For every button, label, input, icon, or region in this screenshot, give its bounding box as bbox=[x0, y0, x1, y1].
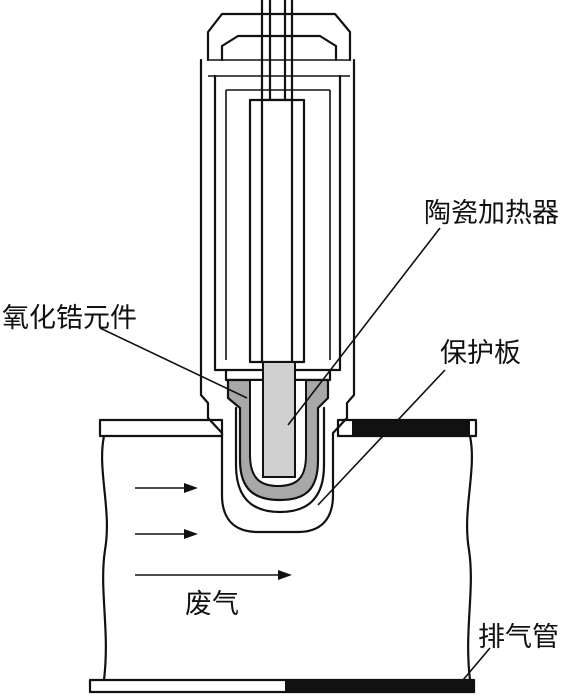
pipe-top-plate-left bbox=[98, 418, 224, 438]
pipe-bottom-black-band bbox=[285, 681, 473, 691]
sensor-top-cap bbox=[206, 12, 352, 62]
label-exhaust-pipe: 排气管 bbox=[478, 622, 559, 653]
leader-zirconia-element bbox=[99, 327, 248, 399]
pipe-right-wall bbox=[465, 434, 474, 682]
pipe-left-wall bbox=[100, 434, 109, 682]
sensor-body bbox=[199, 0, 356, 534]
exhaust-pipe bbox=[88, 418, 478, 694]
leader-lines bbox=[99, 227, 491, 681]
protective-plate bbox=[234, 406, 326, 514]
label-protective-plate: 保护板 bbox=[440, 338, 521, 369]
ceramic-heater-core bbox=[262, 361, 296, 478]
leader-ceramic-heater bbox=[287, 227, 441, 426]
pipe-top-black-band bbox=[352, 421, 470, 435]
leader-exhaust-pipe bbox=[462, 647, 491, 681]
heater-tube-inner bbox=[260, 98, 294, 364]
gas-flow-arrows bbox=[135, 483, 292, 580]
label-ceramic-heater: 陶瓷加热器 bbox=[424, 198, 559, 229]
leader-protective-plate bbox=[317, 369, 446, 506]
label-zirconia-element: 氧化锆元件 bbox=[2, 303, 137, 334]
sensor-outer-housing bbox=[199, 58, 356, 534]
sensor-top-cap-inner bbox=[220, 34, 338, 62]
label-exhaust-gas: 废气 bbox=[185, 589, 239, 620]
